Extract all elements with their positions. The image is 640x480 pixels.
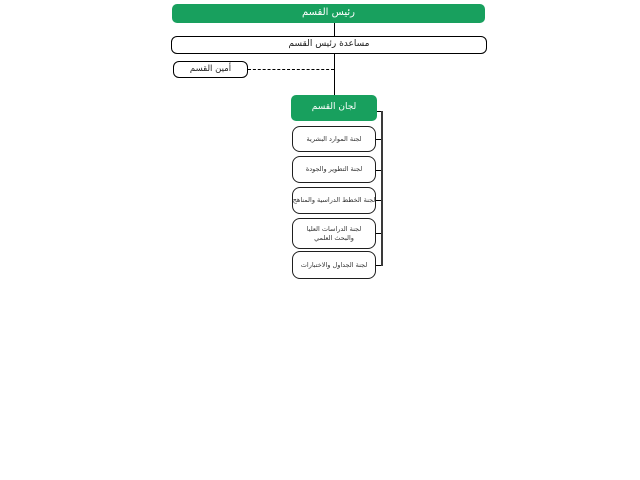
node-department-committees-group-label: لجان القسم xyxy=(311,102,357,113)
committee-label: لجنة الموارد البشرية xyxy=(306,134,362,143)
node-committee-study-plans-curricula: لجنة الخطط الدراسية والمناهج xyxy=(292,187,376,214)
connector-assistant-to-committees xyxy=(334,54,335,95)
connector-stub-committee-4 xyxy=(376,233,381,234)
connector-stub-committee-1 xyxy=(376,139,381,140)
node-department-committees-group: لجان القسم xyxy=(291,95,377,121)
node-committee-development-quality: لجنة التطوير والجودة xyxy=(292,156,376,183)
node-department-head: رئيس القسم xyxy=(172,4,485,23)
committee-label: لجنة الخطط الدراسية والمناهج xyxy=(292,196,376,205)
connector-stub-committee-3 xyxy=(376,200,381,201)
connector-stub-committee-5 xyxy=(376,265,381,266)
committee-label: لجنة الدراسات العليا والبحث العلمي xyxy=(306,225,362,242)
node-committee-schedules-exams: لجنة الجداول والاختبارات xyxy=(292,251,376,279)
node-department-secretary: أمين القسم xyxy=(173,61,248,78)
connector-committees-trunk xyxy=(381,111,383,266)
node-department-head-assistant: مساعدة رئيس القسم xyxy=(171,36,487,54)
node-department-head-label: رئيس القسم xyxy=(301,7,356,19)
committee-label: لجنة التطوير والجودة xyxy=(305,165,363,174)
connector-secretary-dashed xyxy=(248,69,334,70)
connector-stub-committee-2 xyxy=(376,170,381,171)
connector-group-stub xyxy=(377,111,382,112)
node-committee-human-resources: لجنة الموارد البشرية xyxy=(292,126,376,152)
node-department-secretary-label: أمين القسم xyxy=(189,64,232,75)
node-department-head-assistant-label: مساعدة رئيس القسم xyxy=(288,39,370,50)
connector-head-to-assistant xyxy=(334,23,335,36)
committee-label: لجنة الجداول والاختبارات xyxy=(300,260,368,269)
node-committee-graduate-studies-research: لجنة الدراسات العليا والبحث العلمي xyxy=(292,218,376,249)
